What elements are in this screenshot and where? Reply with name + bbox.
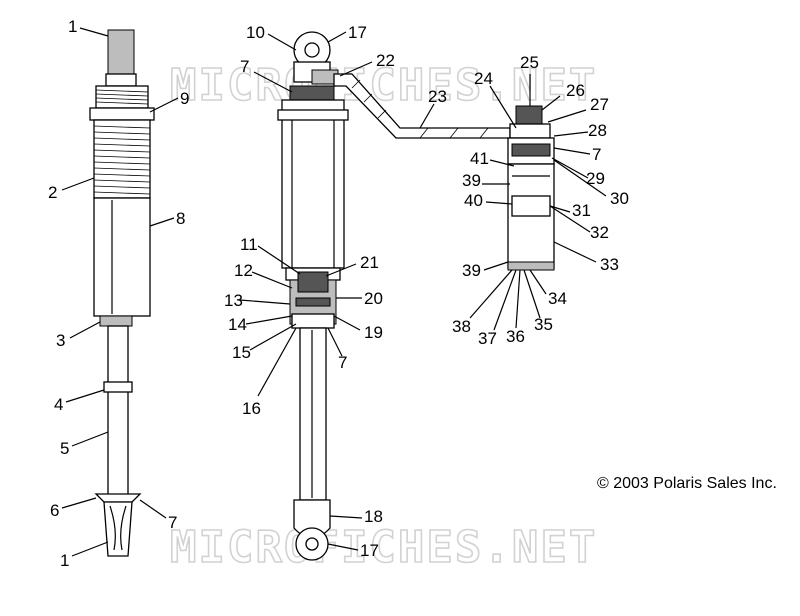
label-26: 26 — [566, 81, 585, 100]
label-30: 30 — [610, 189, 629, 208]
label-31: 31 — [572, 201, 591, 220]
part-labels: 1 9 2 8 3 4 5 6 7 1 10 17 7 22 11 21 12 … — [48, 17, 629, 570]
spring-adjuster-nut — [89, 107, 155, 121]
label-37: 37 — [478, 329, 497, 348]
label-12: 12 — [234, 261, 253, 280]
label-20: 20 — [364, 289, 383, 308]
label-29: 29 — [586, 169, 605, 188]
label-6: 6 — [50, 501, 59, 520]
lower-body — [93, 197, 151, 317]
label-3: 3 — [56, 331, 65, 350]
label-39-bottom: 39 — [462, 261, 481, 280]
copyright-notice: © 2003 Polaris Sales Inc. — [597, 475, 777, 492]
upper-thread-lines — [95, 89, 149, 105]
label-13: 13 — [224, 291, 243, 310]
label-9: 9 — [180, 89, 189, 108]
label-23: 23 — [428, 87, 447, 106]
upper-thread — [95, 85, 149, 109]
body-flange — [277, 109, 349, 121]
label-33: 33 — [600, 255, 619, 274]
bumper-ring — [103, 381, 133, 393]
label-15: 15 — [232, 343, 251, 362]
washer — [94, 493, 142, 503]
label-38: 38 — [452, 317, 471, 336]
top-seal — [289, 85, 335, 101]
piston-lower — [291, 313, 335, 329]
reservoir-cap — [509, 123, 551, 139]
label-35: 35 — [534, 315, 553, 334]
label-7-left: 7 — [168, 513, 177, 532]
bottom-eye-bushing — [305, 537, 319, 551]
label-1-top: 1 — [68, 17, 77, 36]
top-collar — [105, 73, 137, 87]
piston-shaft — [299, 327, 327, 501]
label-11: 11 — [240, 235, 258, 254]
label-7-mid: 7 — [338, 353, 347, 372]
label-5: 5 — [60, 439, 69, 458]
label-39-top: 39 — [462, 171, 481, 190]
reservoir-adjuster — [515, 105, 543, 125]
label-1-bottom: 1 — [60, 551, 69, 570]
label-10: 10 — [246, 23, 265, 42]
label-7-right: 7 — [592, 145, 601, 164]
label-32: 32 — [590, 223, 609, 242]
valve-shim — [511, 143, 551, 157]
label-17-top: 17 — [348, 23, 367, 42]
label-40: 40 — [464, 191, 483, 210]
label-14: 14 — [228, 315, 247, 334]
watermark-top: MICROFICHES.NET — [170, 60, 597, 111]
watermark-bottom: MICROFICHES.NET — [170, 522, 597, 573]
label-36: 36 — [506, 327, 525, 346]
label-2: 2 — [48, 183, 57, 202]
label-17-bottom: 17 — [360, 541, 379, 560]
seal-head — [99, 315, 133, 327]
label-4: 4 — [54, 395, 63, 414]
reservoir-end-cap — [507, 261, 555, 271]
body-tube — [281, 99, 345, 269]
label-25: 25 — [520, 53, 539, 72]
body-thread-lines — [93, 125, 151, 195]
cutaway-shock-view — [277, 31, 349, 561]
piston-nut — [297, 271, 329, 293]
bottom-eyelet — [103, 501, 133, 557]
floating-piston — [511, 195, 551, 217]
hose-hatching — [351, 79, 489, 139]
piston-band — [295, 297, 331, 307]
external-shock-view — [89, 29, 155, 557]
label-16: 16 — [242, 399, 261, 418]
label-8: 8 — [176, 209, 185, 228]
label-18: 18 — [364, 507, 383, 526]
reservoir-view — [507, 105, 555, 271]
top-eye-bushing — [304, 42, 320, 58]
label-19: 19 — [364, 323, 383, 342]
top-eyelet — [107, 29, 135, 81]
leader-lines — [61, 27, 607, 557]
label-34: 34 — [548, 289, 567, 308]
label-41: 41 — [470, 149, 489, 168]
label-7-top-mid: 7 — [240, 57, 249, 76]
label-21: 21 — [360, 253, 379, 272]
label-24: 24 — [474, 69, 493, 88]
label-28: 28 — [588, 121, 607, 140]
label-27: 27 — [590, 95, 609, 114]
shaft — [107, 325, 129, 497]
label-22: 22 — [376, 51, 395, 70]
